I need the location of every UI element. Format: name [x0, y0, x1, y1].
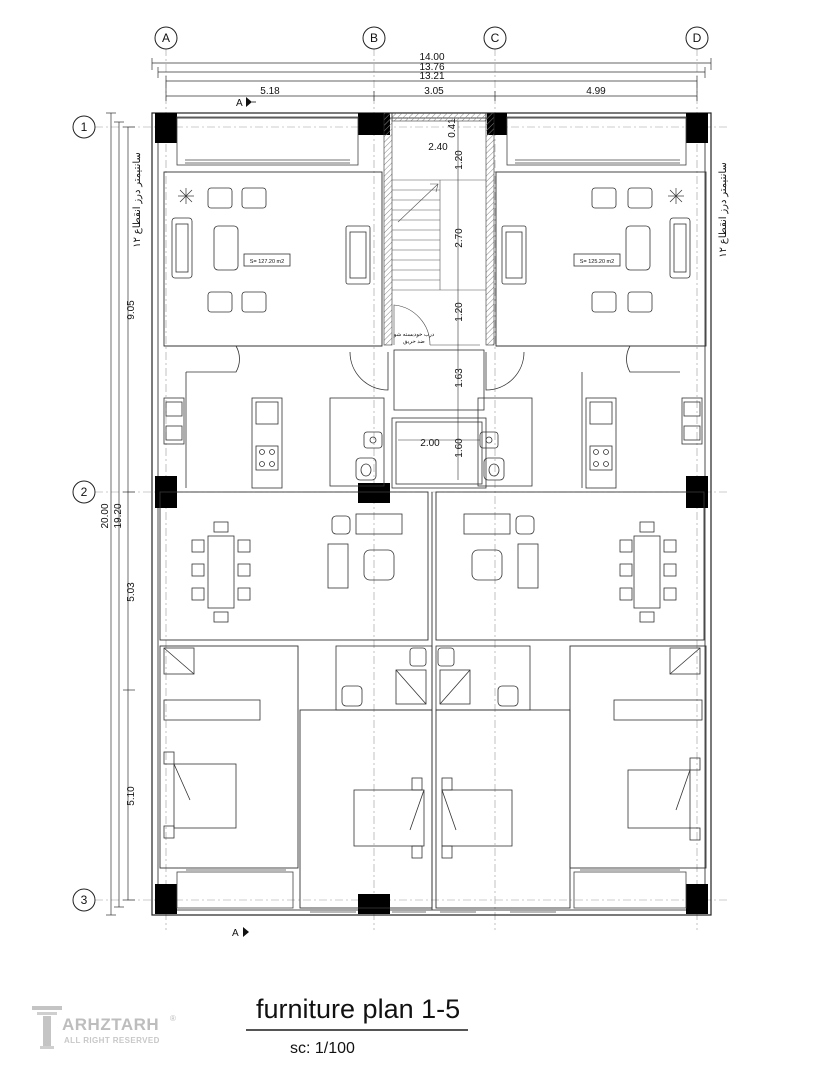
grid-bubble-a: [154, 26, 178, 50]
dim-stair-163: 1.63: [454, 368, 465, 388]
grid-label-c: C: [491, 31, 500, 45]
bedrooms: [163, 699, 703, 859]
section-label-top: A: [236, 98, 243, 109]
living-furniture-right: [501, 187, 691, 313]
plan-scale: sc: 1/100: [290, 1040, 355, 1057]
stair-core: [383, 112, 495, 346]
dim-bay-ab: 5.18: [260, 86, 280, 97]
dim-bay-bc: 3.05: [424, 86, 444, 97]
arhztarh-logo: [32, 1006, 62, 1049]
note-left-joint: ۱۲ سانتیمتر درز انقطاع: [132, 152, 143, 248]
grid-label-3: 3: [81, 893, 88, 907]
dim-stair-120a: 1.20: [454, 150, 465, 170]
grid-bubble-b: [362, 26, 386, 50]
dim-stair-270: 2.70: [454, 228, 465, 248]
grid-label-d: D: [693, 31, 702, 45]
section-mark-bottom: [243, 927, 249, 937]
left-dimensions: [106, 112, 135, 916]
floor-plan-drawing: A B C D 1 2 3 14.00 13.76 13.21 5.18 3.0…: [72, 26, 730, 939]
dim-overall-1321: 13.21: [419, 71, 444, 82]
logo-wordmark: ARHZTARH: [62, 1015, 160, 1034]
grid-label-2: 2: [81, 485, 88, 499]
top-windows: [176, 116, 687, 166]
top-dimensions: [151, 58, 712, 101]
note-right-joint: ۱۲ سانتیمتر درز انقطاع: [718, 162, 729, 258]
grid-bubble-3: [72, 888, 96, 912]
living-furniture-left: [171, 187, 371, 313]
fire-door-note-1: درب خودبسته شو: [393, 332, 435, 338]
plant-icon-left: [178, 188, 194, 204]
kitchens: [163, 345, 703, 489]
stair-dim-lines: [398, 121, 480, 480]
dim-stair-200: 2.00: [420, 438, 440, 449]
dim-stair-120b: 1.20: [454, 302, 465, 322]
grid-label-b: B: [370, 31, 378, 45]
dim-left-503: 5.03: [126, 582, 137, 602]
section-label-bottom: A: [232, 928, 239, 939]
fire-door-note-2: ضد حریق: [403, 339, 425, 345]
dim-left-1920: 19.20: [113, 503, 124, 528]
dim-left-510: 5.10: [126, 786, 137, 806]
logo-tagline: ALL RIGHT RESERVED: [64, 1036, 160, 1045]
dim-left-20: 20.00: [100, 503, 111, 528]
grid-label-a: A: [162, 31, 170, 45]
bathrooms-lower: [163, 645, 701, 711]
dim-overall-1376: 13.76: [419, 62, 444, 73]
lobby-bathrooms: [329, 397, 533, 487]
logo-registered-mark: ®: [170, 1014, 176, 1023]
area-label-right: S= 125.20 m2: [580, 259, 614, 265]
title-underline: [246, 1029, 468, 1031]
dim-stair-160: 1.60: [454, 438, 465, 458]
section-mark-top: [246, 97, 256, 107]
plan-title: furniture plan 1-5: [256, 994, 461, 1024]
grid-bubble-2: [72, 480, 96, 504]
dining-right: [463, 513, 677, 623]
grid-bubble-d: [685, 26, 709, 50]
dim-stair-240: 2.40: [428, 142, 448, 153]
dim-stair-041: 0.41: [447, 118, 458, 138]
grid-bubble-1: [72, 115, 96, 139]
bottom-windows: [176, 869, 687, 913]
plant-icon-right: [668, 188, 684, 204]
structural-columns: [155, 113, 708, 914]
dining-left: [191, 513, 403, 623]
dim-bay-cd: 4.99: [586, 86, 606, 97]
interior-walls: [159, 171, 707, 910]
dim-overall-14: 14.00: [419, 52, 444, 63]
dim-left-905: 9.05: [126, 300, 137, 320]
grid-bubble-c: [483, 26, 507, 50]
grid-label-1: 1: [81, 120, 88, 134]
lobby-elevator: [349, 349, 525, 489]
area-label-left: S= 127.20 m2: [250, 259, 284, 265]
